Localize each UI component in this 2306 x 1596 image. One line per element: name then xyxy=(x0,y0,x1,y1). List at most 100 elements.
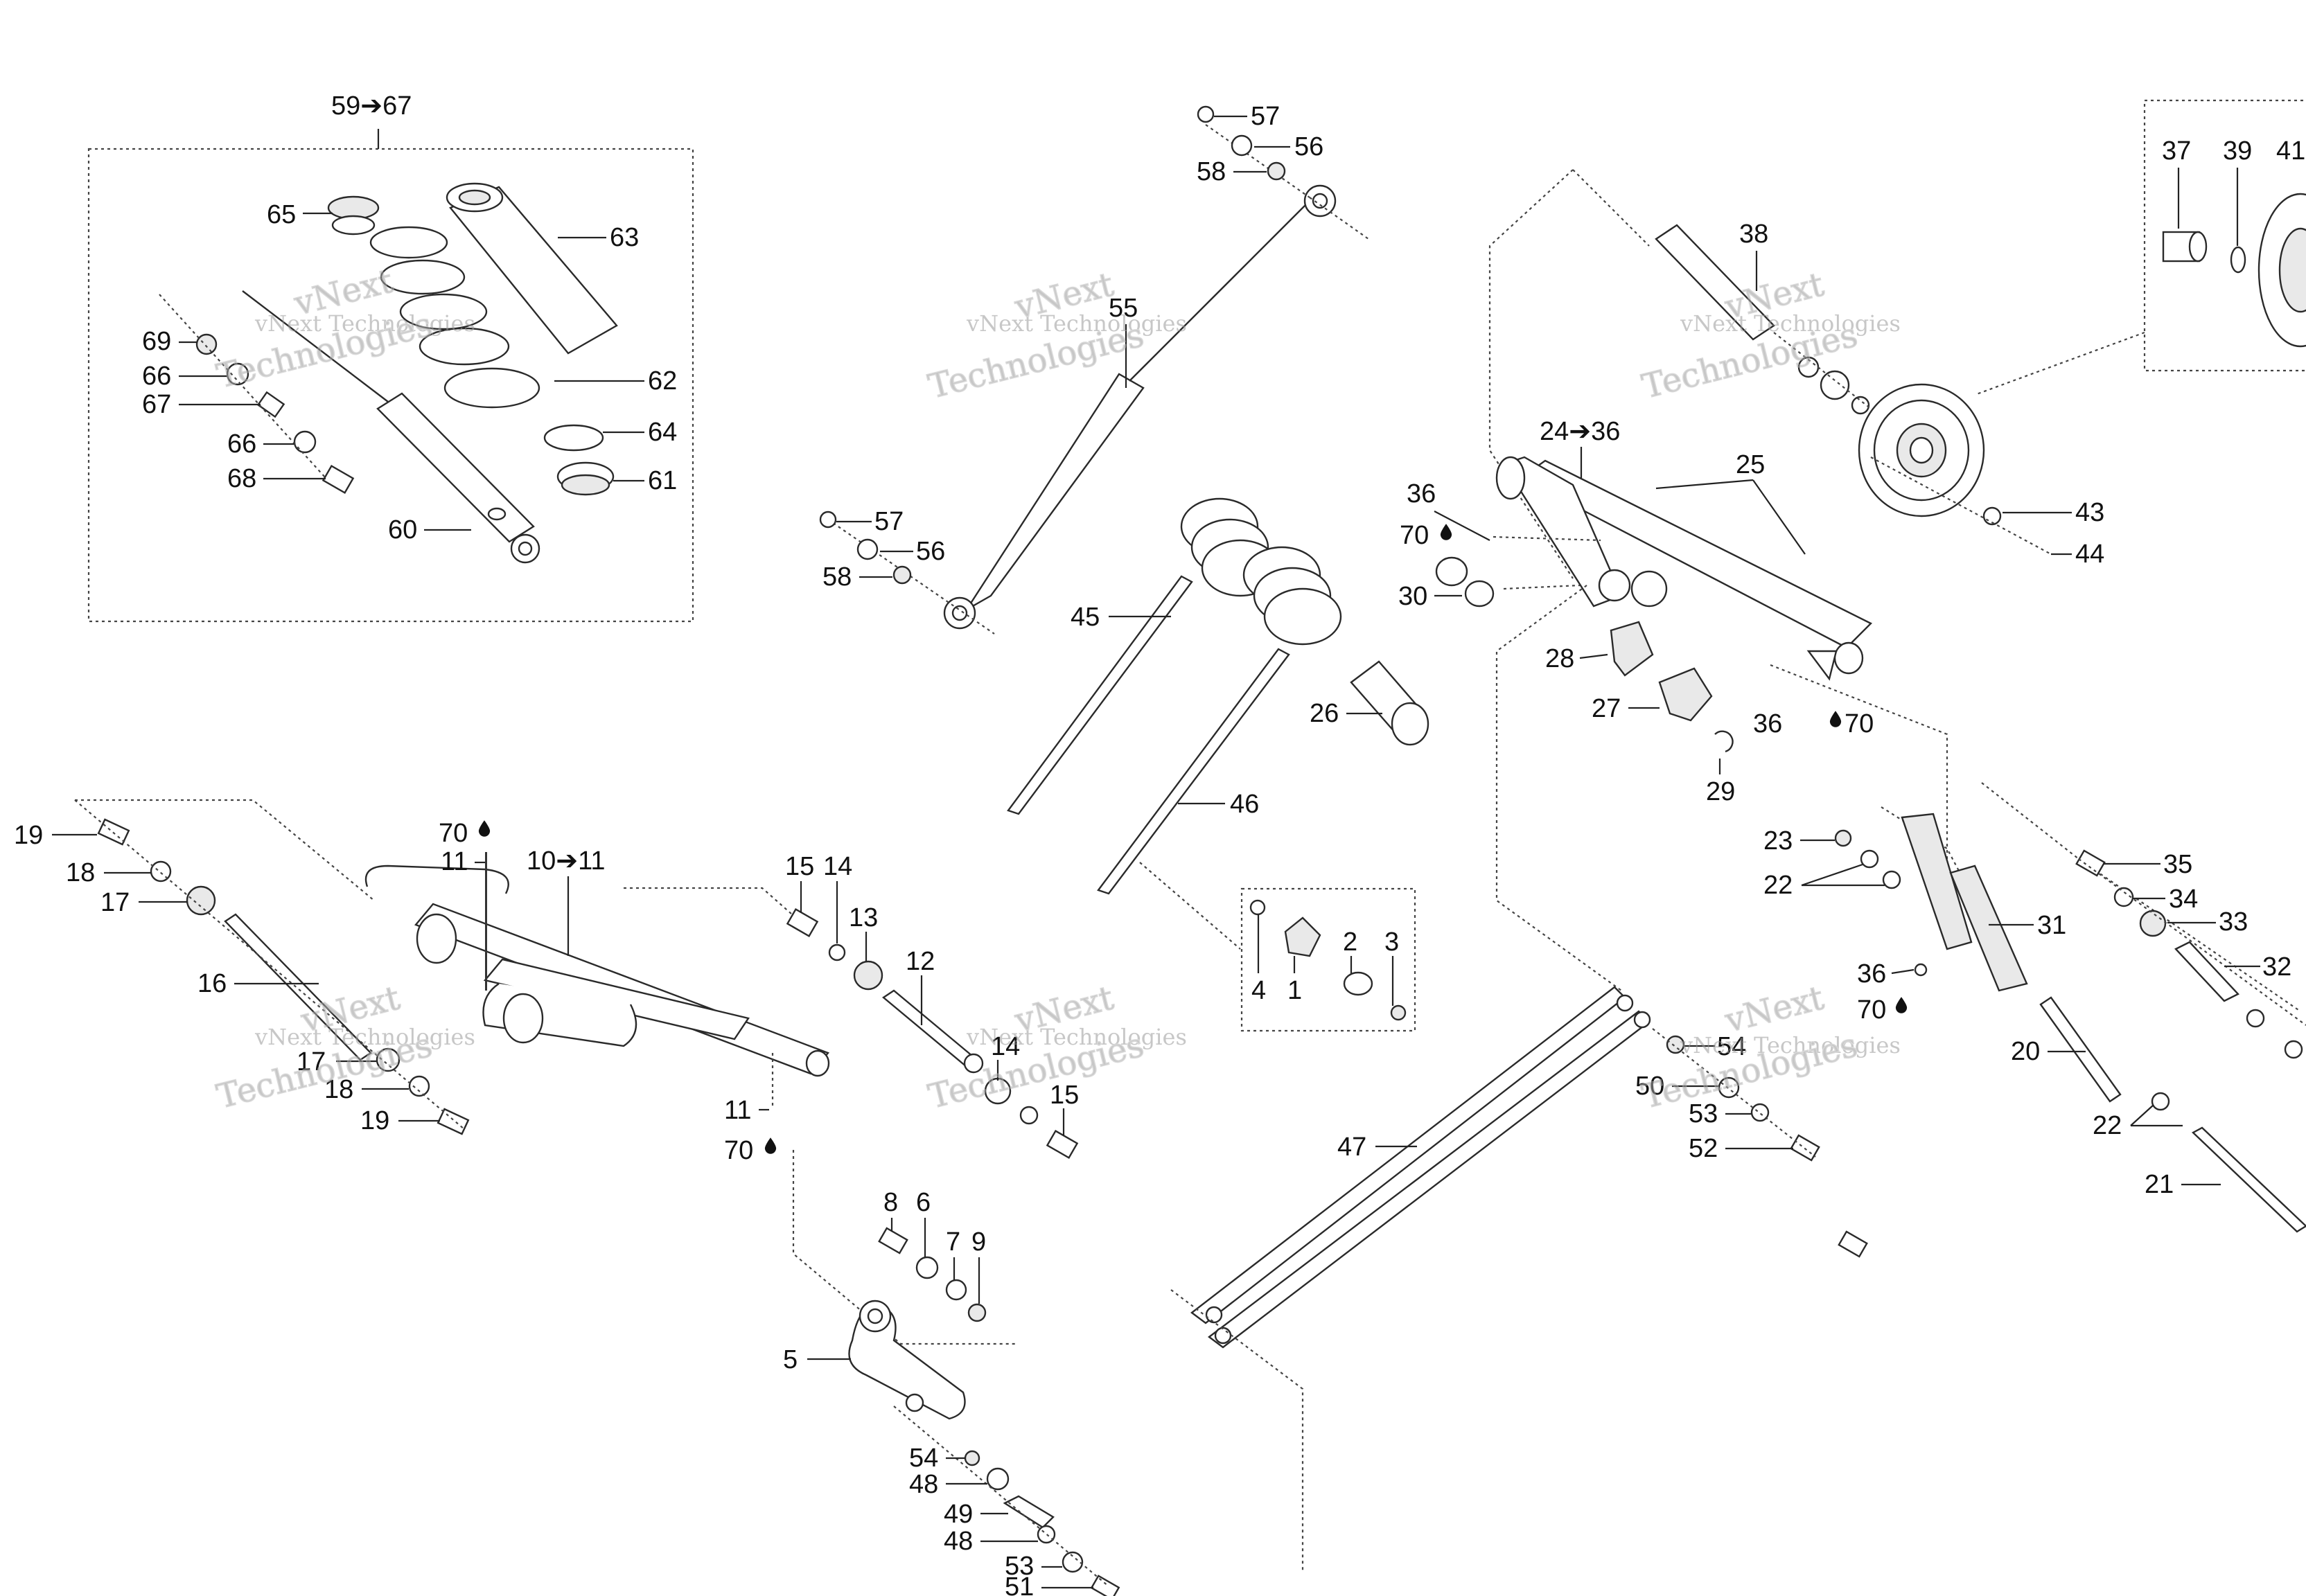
callout-10-11: 10➔11 xyxy=(527,846,606,876)
callout-61: 61 xyxy=(648,466,677,495)
svg-text:vNext Technologies: vNext Technologies xyxy=(1680,1032,1901,1058)
callout-58b: 58 xyxy=(822,562,852,592)
callout-53b: 53 xyxy=(1689,1099,1718,1128)
callout-57a: 57 xyxy=(1251,102,1280,131)
callout-48b: 48 xyxy=(944,1527,973,1556)
callout-52: 52 xyxy=(1689,1134,1718,1163)
callout-55: 55 xyxy=(1109,294,1138,323)
callout-67: 67 xyxy=(142,390,171,419)
callout-4: 4 xyxy=(1251,976,1266,1005)
callout-19a: 19 xyxy=(14,821,43,850)
callout-39: 39 xyxy=(2223,136,2252,166)
callout-36b: 36 xyxy=(1753,709,1782,738)
bolt-68 xyxy=(322,464,355,495)
link-5-group: 8 6 7 9 5 54 48 49 48 53 51 xyxy=(783,1188,1120,1596)
callout-44: 44 xyxy=(2075,540,2104,569)
callout-25: 25 xyxy=(1736,450,1765,479)
callout-24-36: 24➔36 xyxy=(1540,417,1620,446)
callout-70e: 70 xyxy=(1857,995,1886,1025)
callout-56b: 56 xyxy=(916,537,945,566)
shock-absorber-group: 59➔67 65 63 69 66 67 66 68 62 64 61 60 xyxy=(87,91,694,623)
callout-48a: 48 xyxy=(909,1470,938,1499)
callout-8: 8 xyxy=(883,1188,898,1217)
svg-text:vNext: vNext xyxy=(1720,978,1827,1040)
callout-68: 68 xyxy=(227,464,256,493)
callout-66a: 66 xyxy=(142,362,171,391)
callout-36c: 36 xyxy=(1857,959,1886,988)
callout-29: 29 xyxy=(1706,777,1735,806)
washer-66b xyxy=(293,430,317,454)
idler-wheel xyxy=(1858,383,1985,517)
callout-14b: 14 xyxy=(991,1032,1020,1061)
callout-27: 27 xyxy=(1592,694,1621,723)
callout-15a: 15 xyxy=(785,852,814,881)
callout-19b: 19 xyxy=(360,1106,389,1135)
callout-26: 26 xyxy=(1310,699,1339,728)
shaft-12-group: 15 14 13 12 14 15 xyxy=(785,852,1079,1160)
callout-12: 12 xyxy=(906,947,935,976)
svg-text:vNext Technologies: vNext Technologies xyxy=(966,1024,1187,1050)
callout-60: 60 xyxy=(388,515,417,544)
spacer-67 xyxy=(256,391,285,418)
spring-seat-65 xyxy=(327,195,380,236)
callout-33: 33 xyxy=(2219,907,2248,937)
callout-65: 65 xyxy=(267,200,296,229)
svg-text:vNext Technologies: vNext Technologies xyxy=(254,310,475,337)
callout-53a: 53 xyxy=(1005,1552,1034,1581)
washer-66 xyxy=(226,362,249,386)
front-arm-group: 19 18 17 16 17 18 19 70 11 10➔11 11 70 xyxy=(14,799,1015,1345)
svg-text:vNext Technologies: vNext Technologies xyxy=(254,1024,475,1050)
callout-59-67: 59➔67 xyxy=(331,91,412,121)
svg-text:vNext Technologies: vNext Technologies xyxy=(966,310,1187,337)
callout-6: 6 xyxy=(916,1188,931,1217)
callout-56a: 56 xyxy=(1294,132,1323,161)
svg-text:vNext Technologies: vNext Technologies xyxy=(1680,310,1901,337)
callout-31: 31 xyxy=(2037,911,2066,940)
callout-18b: 18 xyxy=(324,1075,353,1104)
callout-13: 13 xyxy=(849,903,878,932)
callout-7: 7 xyxy=(946,1227,960,1257)
callout-66b: 66 xyxy=(227,429,256,459)
callout-70b: 70 xyxy=(1845,709,1874,738)
shock-absorber-60 xyxy=(242,290,540,564)
callout-57b: 57 xyxy=(874,507,904,536)
callout-70d: 70 xyxy=(724,1136,753,1165)
spring-62 xyxy=(369,226,540,409)
callout-47: 47 xyxy=(1337,1133,1366,1162)
callout-28: 28 xyxy=(1545,644,1574,673)
idler-wheel-group: 37 39 41 38 43 44 xyxy=(1655,99,2306,1258)
ring-64 xyxy=(543,424,604,452)
callout-21: 21 xyxy=(2145,1170,2174,1199)
clamp-kit-box: 4 1 2 3 xyxy=(1240,887,1416,1032)
callout-11b: 11 xyxy=(724,1096,751,1125)
rear-arm-group: 24➔36 25 36 70 30 28 27 29 36 70 xyxy=(1398,169,1948,991)
callout-49: 49 xyxy=(944,1500,973,1529)
collar-61 xyxy=(556,461,615,496)
roller-26 xyxy=(1350,660,1429,746)
callout-70c: 70 xyxy=(439,819,468,848)
callout-46: 46 xyxy=(1230,790,1259,819)
callout-63: 63 xyxy=(610,223,639,252)
callout-17a: 17 xyxy=(100,888,130,917)
callout-17b: 17 xyxy=(297,1047,326,1076)
callout-20: 20 xyxy=(2011,1037,2040,1066)
callout-3: 3 xyxy=(1384,928,1399,957)
callout-22a: 22 xyxy=(1763,871,1793,900)
callout-35: 35 xyxy=(2163,850,2192,879)
callout-62: 62 xyxy=(648,366,677,396)
callout-38: 38 xyxy=(1739,220,1768,249)
callout-9: 9 xyxy=(971,1227,986,1257)
callout-30: 30 xyxy=(1398,582,1427,611)
callout-54b: 54 xyxy=(1717,1032,1746,1061)
callout-32: 32 xyxy=(2262,952,2291,982)
callout-16: 16 xyxy=(197,969,227,998)
callout-1: 1 xyxy=(1287,976,1302,1005)
callout-2: 2 xyxy=(1343,928,1357,957)
link-47-group: 47 54 50 53 52 xyxy=(1170,986,1820,1572)
callout-50: 50 xyxy=(1635,1072,1664,1101)
callout-64: 64 xyxy=(648,418,677,447)
nut-69 xyxy=(195,333,218,355)
callout-43: 43 xyxy=(2075,498,2104,527)
callout-14a: 14 xyxy=(823,852,852,881)
